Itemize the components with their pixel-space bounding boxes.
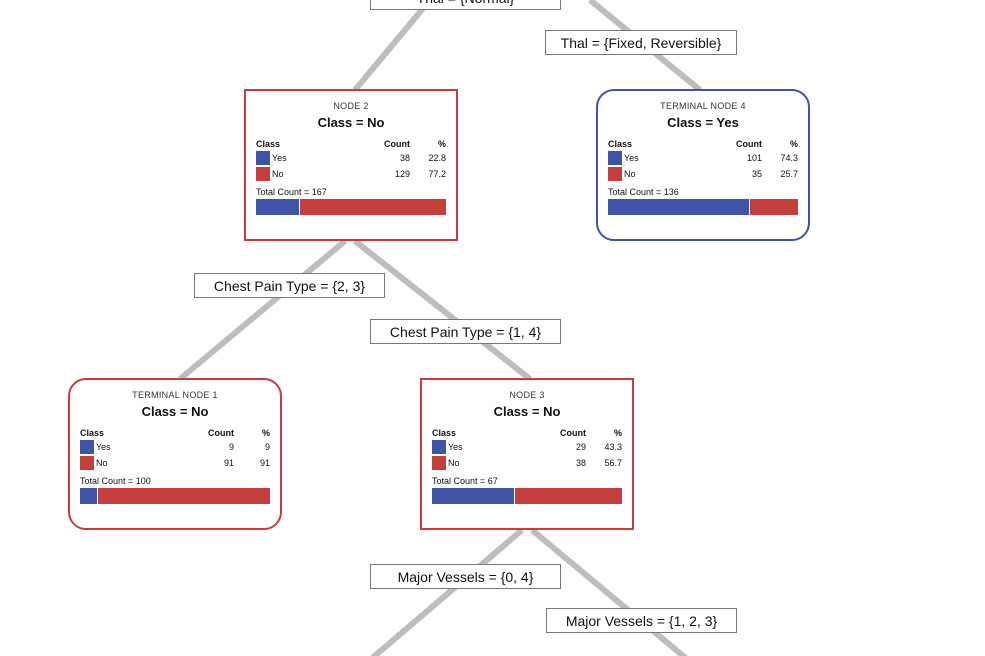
node-title: NODE 3 (509, 390, 545, 400)
yes-swatch-icon (256, 151, 270, 165)
row-pct: 77.2 (428, 169, 446, 179)
no-swatch-icon (608, 167, 622, 181)
row-label: Yes (448, 442, 463, 452)
bar-yes (80, 488, 99, 504)
table-row: Yes 101 74.3 (608, 150, 798, 166)
table-row: Yes 38 22.8 (256, 150, 446, 166)
node-class: Class = No (493, 404, 561, 419)
row-label: Yes (624, 153, 639, 163)
class-proportion-bar (432, 488, 622, 504)
class-proportion-bar (256, 199, 446, 215)
header-pct: % (789, 139, 798, 149)
edge-node-2-node-1 (178, 238, 347, 382)
class-proportion-bar (80, 488, 270, 504)
split-label-chest-pain-2-3: Chest Pain Type = {2, 3} (194, 273, 385, 298)
yes-swatch-icon (80, 440, 94, 454)
table-row: No 38 56.7 (432, 455, 622, 471)
header-class: Class (80, 428, 105, 438)
table-row: No 35 25.7 (608, 166, 798, 182)
header-class: Class (432, 428, 457, 438)
header-count: Count (736, 139, 762, 149)
no-swatch-icon (432, 456, 446, 470)
bar-yes (608, 199, 751, 215)
bar-no (98, 488, 270, 504)
row-label: No (272, 169, 284, 179)
header-class: Class (608, 139, 633, 149)
node-class: Class = No (141, 404, 209, 419)
total-count: Total Count = 100 (80, 476, 151, 486)
no-swatch-icon (80, 456, 94, 470)
row-count: 29 (575, 442, 586, 452)
row-label: No (448, 458, 460, 468)
node-title: TERMINAL NODE 1 (132, 390, 218, 400)
row-label: No (96, 458, 108, 468)
node-class: Class = Yes (667, 115, 739, 130)
total-count: Total Count = 167 (256, 187, 327, 197)
header-pct: % (613, 428, 622, 438)
no-swatch-icon (256, 167, 270, 181)
row-count: 101 (746, 153, 762, 163)
header-count: Count (384, 139, 410, 149)
header-pct: % (261, 428, 270, 438)
split-label-chest-pain-1-4: Chest Pain Type = {1, 4} (370, 319, 561, 344)
bar-yes (256, 199, 301, 215)
yes-swatch-icon (608, 151, 622, 165)
row-count: 129 (394, 169, 410, 179)
row-pct: 22.8 (428, 153, 446, 163)
table-row: Yes 9 9 (80, 439, 270, 455)
bar-yes (432, 488, 516, 504)
row-pct: 74.3 (780, 153, 798, 163)
bar-no (300, 199, 446, 215)
row-pct: 91 (259, 458, 270, 468)
split-label-thal-fixed-reversible: Thal = {Fixed, Reversible} (545, 30, 737, 55)
bar-no (515, 488, 622, 504)
node-title: TERMINAL NODE 4 (660, 101, 746, 111)
row-pct: 25.7 (780, 169, 798, 179)
table-row: No 129 77.2 (256, 166, 446, 182)
split-label-thal-normal: Thal = {Normal} (370, 0, 561, 10)
node-title: NODE 2 (333, 101, 369, 111)
row-count: 38 (575, 458, 586, 468)
table-row: Yes 29 43.3 (432, 439, 622, 455)
row-count: 91 (223, 458, 234, 468)
header-count: Count (208, 428, 234, 438)
header-count: Count (560, 428, 586, 438)
class-proportion-bar (608, 199, 798, 215)
row-label: Yes (96, 442, 111, 452)
row-pct: 56.7 (604, 458, 622, 468)
header-class: Class (256, 139, 281, 149)
row-label: No (624, 169, 636, 179)
row-count: 9 (228, 442, 234, 452)
split-label-major-vessels-1-2-3: Major Vessels = {1, 2, 3} (546, 608, 737, 633)
row-pct: 43.3 (604, 442, 622, 452)
row-count: 35 (751, 169, 762, 179)
row-count: 38 (399, 153, 410, 163)
row-pct: 9 (264, 442, 270, 452)
split-label-major-vessels-0-4: Major Vessels = {0, 4} (370, 564, 561, 589)
total-count: Total Count = 67 (432, 476, 498, 486)
table-row: No 91 91 (80, 455, 270, 471)
edge-node-3-left (370, 527, 524, 656)
edge-root-node-2 (352, 0, 433, 92)
yes-swatch-icon (432, 440, 446, 454)
total-count: Total Count = 136 (608, 187, 679, 197)
node-class: Class = No (317, 115, 385, 130)
bar-no (750, 199, 798, 215)
header-pct: % (437, 139, 446, 149)
edge-node-2-node-3 (353, 238, 532, 382)
row-label: Yes (272, 153, 287, 163)
edge-node-3-right (530, 527, 688, 656)
